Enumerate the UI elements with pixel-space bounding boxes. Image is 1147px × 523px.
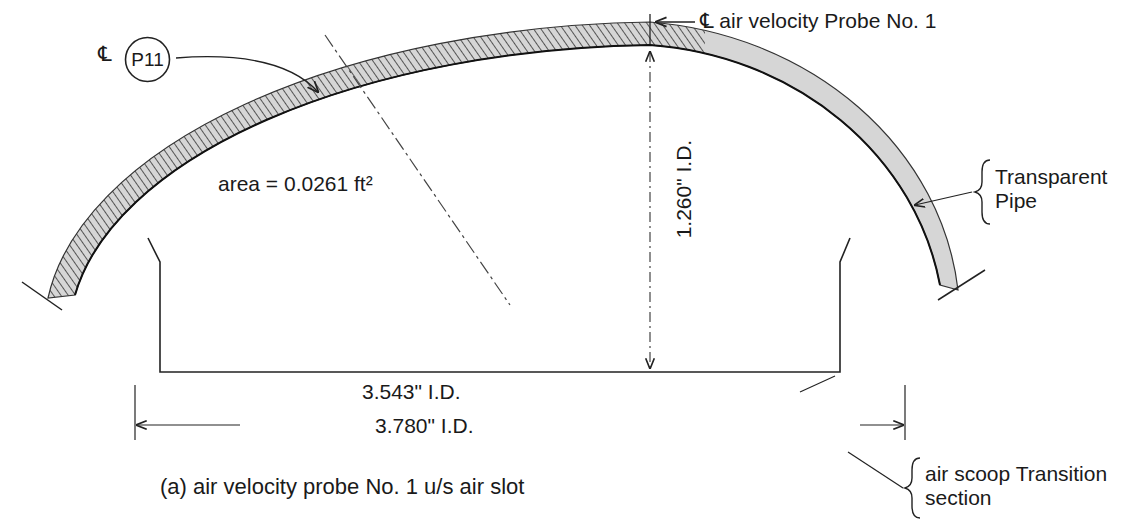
callout-ring (126, 38, 170, 82)
figure-caption: (a) air velocity probe No. 1 u/s air slo… (160, 474, 524, 499)
pipe-wall-hatch (48, 22, 705, 298)
dimension-arrow (860, 424, 903, 425)
extension-line (904, 385, 905, 440)
leader-arrow (656, 21, 695, 22)
cut-tick (22, 282, 62, 310)
brace (905, 458, 920, 518)
dimension-label: 3.543" I.D. (362, 380, 461, 404)
brace (975, 160, 990, 224)
pipe-inner-line (75, 45, 940, 295)
area-note: area = 0.0261 ft² (215, 172, 376, 196)
dimension-line (649, 52, 650, 368)
cut-tick (938, 270, 985, 300)
centerline (325, 35, 510, 305)
leader-line (848, 452, 903, 488)
dimension-arrow (137, 424, 240, 425)
callout-number: P11 (131, 49, 163, 70)
centerline-symbol: ℄ (98, 42, 111, 66)
part-name: air scoop Transition section (925, 462, 1130, 510)
extension-line (134, 385, 135, 440)
centerline-label: ℄ air velocity Probe No. 1 (700, 9, 936, 33)
leader-arrow (176, 57, 318, 92)
dimension-label: 1.260" I.D. (672, 140, 696, 239)
leader-arrow (915, 192, 972, 205)
pipe-wall (48, 22, 958, 298)
part-name: Transparent Pipe (995, 165, 1135, 213)
dimension-arrow (800, 376, 835, 392)
centerline (649, 14, 650, 44)
callout-circle: P11 (124, 36, 171, 83)
air-scoop-outline (148, 238, 850, 372)
dimension-label: 3.780" I.D. (372, 414, 477, 438)
